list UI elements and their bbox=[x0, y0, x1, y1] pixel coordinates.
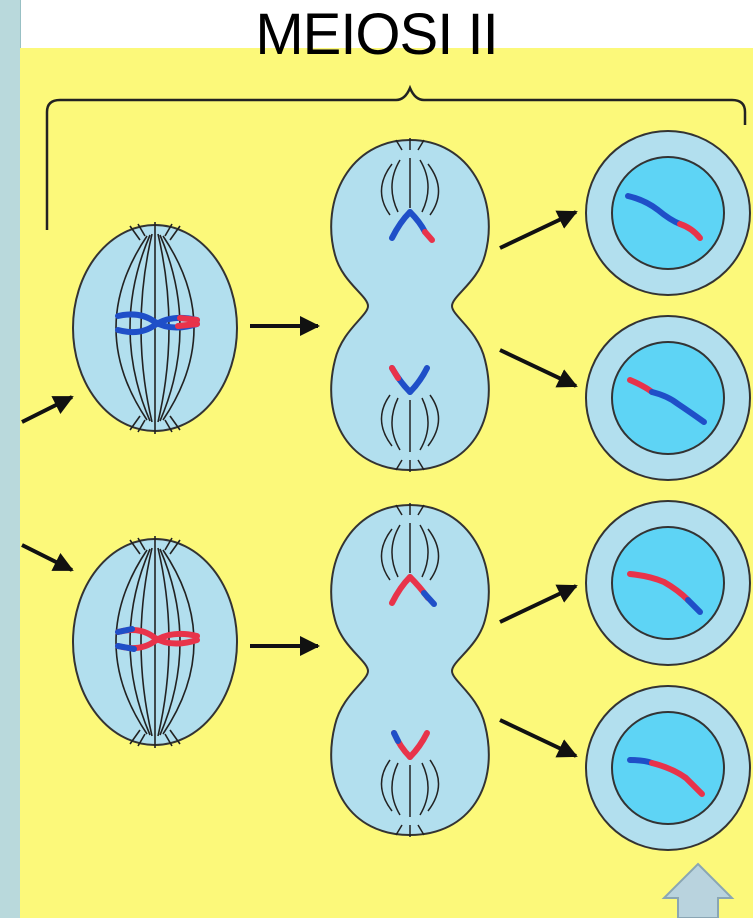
daughter-cell-2 bbox=[586, 316, 750, 480]
daughter-cell-3 bbox=[586, 501, 750, 665]
incoming-arrow-top bbox=[22, 397, 72, 422]
daughter-cell-4 bbox=[586, 686, 750, 850]
slide-title: MEIOSI II bbox=[0, 2, 753, 68]
up-arrow-icon[interactable] bbox=[664, 864, 732, 918]
metaphase-cell-top bbox=[73, 222, 237, 434]
metaphase-cell-bottom bbox=[73, 536, 237, 748]
incoming-arrow-bottom bbox=[22, 545, 72, 570]
dividing-cell-bottom bbox=[331, 503, 489, 837]
arrow-to-daughter-1 bbox=[500, 212, 576, 248]
daughter-cell-1 bbox=[586, 131, 750, 295]
arrow-to-daughter-4 bbox=[500, 720, 576, 756]
dividing-cell-top bbox=[331, 138, 489, 472]
arrow-to-daughter-2 bbox=[500, 350, 576, 386]
arrow-to-daughter-3 bbox=[500, 586, 576, 622]
